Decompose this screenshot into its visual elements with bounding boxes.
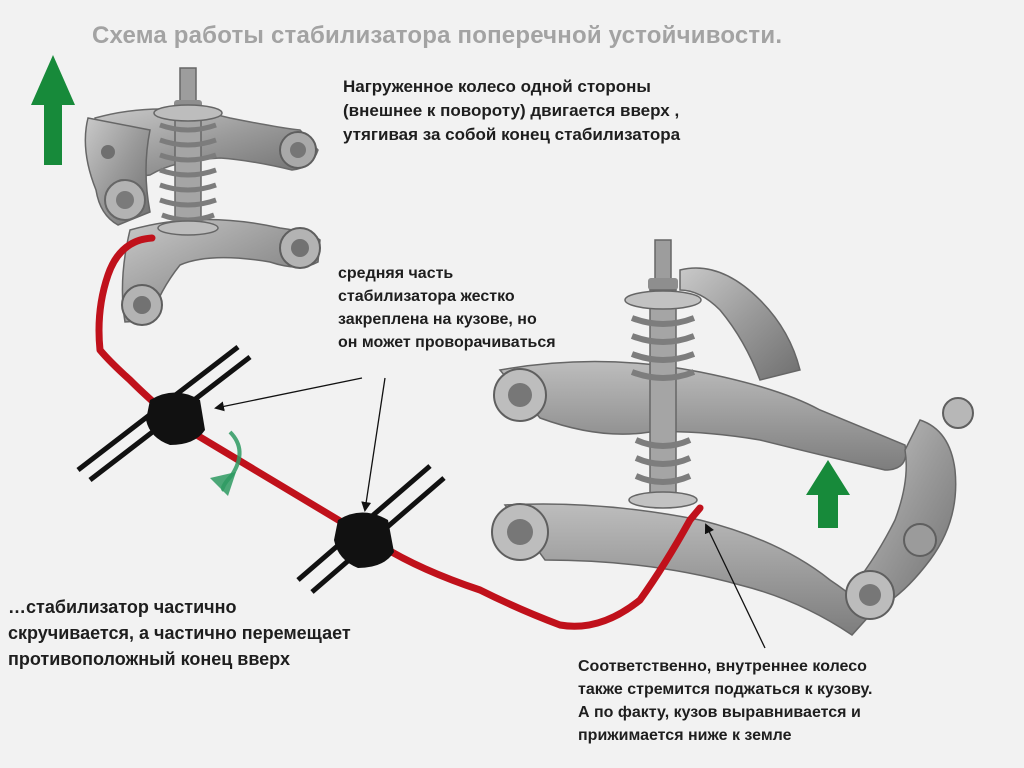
right-upper-arm (498, 360, 907, 471)
stabilizer-bar (95, 234, 704, 630)
callout-middle-fixed: средняя часть стабилизатора жестко закре… (338, 265, 556, 351)
diagram-title: Схема работы стабилизатора поперечной ус… (92, 22, 783, 49)
left-suspension-assembly (84, 67, 321, 326)
left-lower-arm (121, 218, 321, 323)
callout-inner-wheel: Соответственно, внутреннее колесо также … (578, 658, 873, 744)
rotation-arrow-icon (210, 430, 242, 496)
pointer-lines (214, 377, 766, 649)
mount-bracket-right (296, 464, 446, 594)
mount-bracket-left (76, 345, 252, 482)
callout-loaded-wheel: Нагруженное колесо одной стороны (внешне… (343, 77, 681, 144)
left-coil-spring (159, 122, 217, 223)
right-suspension-assembly (491, 239, 974, 636)
up-arrow-icon (31, 55, 75, 165)
up-arrow-icon (806, 460, 850, 528)
right-coil-spring (630, 315, 696, 485)
callout-bar-twists: …стабилизатор частично скручивается, а ч… (8, 597, 351, 669)
